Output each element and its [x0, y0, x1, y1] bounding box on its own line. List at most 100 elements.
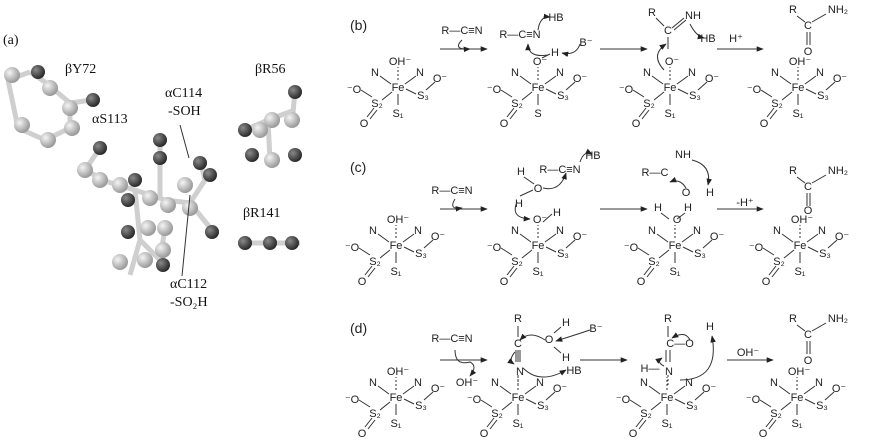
- oxygen-atom: O: [762, 276, 771, 288]
- residue-label-as113: αS113: [92, 112, 128, 127]
- bond-line: [565, 81, 576, 91]
- atom-sphere: [193, 156, 207, 170]
- chemical-fragment: C: [804, 20, 812, 32]
- nitrogen-ligand: N: [556, 225, 564, 237]
- bond-line: [506, 107, 515, 118]
- nitrogen-ligand: N: [556, 67, 564, 79]
- nitrogen-ligand: N: [371, 67, 379, 79]
- nitrogen-ligand: N: [685, 377, 693, 389]
- stick-bond: [138, 238, 162, 262]
- bond-line: [674, 398, 686, 405]
- bond-line: [369, 109, 378, 120]
- atom-sphere: [153, 151, 167, 165]
- sulfur-s2: S₂: [771, 98, 783, 110]
- bond-line: [425, 81, 436, 91]
- stick-bond: [187, 178, 208, 205]
- sulfur-s1: S₁: [664, 108, 675, 120]
- chemical-fragment: NH₂: [828, 313, 848, 325]
- bond-line: [641, 109, 650, 120]
- chemical-fragment: O: [545, 334, 554, 346]
- sulfur-s3: S₃: [415, 400, 427, 412]
- electron-push-arrow: [689, 23, 705, 40]
- sulfur-s2: S₂: [770, 408, 782, 420]
- bond-line: [780, 401, 792, 411]
- bond-line: [781, 91, 793, 101]
- sulfur-s3: S₃: [819, 248, 831, 260]
- chemical-fragment: R—C≡N: [431, 185, 472, 197]
- top-ligand: OH⁻: [791, 214, 814, 226]
- nitrogen-ligand: N: [771, 67, 779, 79]
- oxygen-anion: ⁻O: [616, 394, 631, 406]
- electron-push-arrow: [525, 43, 549, 56]
- sulfur-s1: S₁: [392, 108, 403, 120]
- oxygen-anion: O⁻: [710, 231, 725, 243]
- atom-sphere: [112, 177, 128, 193]
- chemical-fragment: O: [804, 205, 813, 217]
- electron-push-arrow: [519, 333, 546, 341]
- leader-line: [181, 194, 191, 277]
- chemical-fragment: R: [664, 313, 672, 325]
- bond-line: [379, 75, 392, 85]
- chemical-fragment: R—C: [642, 167, 669, 179]
- bond-line: [506, 265, 515, 276]
- chemical-fragment: -H⁺: [736, 197, 754, 209]
- bond-line: [404, 75, 417, 85]
- residue-label-br56: βR56: [255, 62, 285, 77]
- nitrogen-ligand: N: [416, 67, 424, 79]
- electron-push-arrow: [579, 148, 593, 163]
- chemical-fragment: C: [804, 329, 812, 341]
- atom-sphere: [40, 132, 56, 148]
- bond-line: [796, 176, 806, 184]
- chemical-fragment: H: [706, 187, 714, 199]
- chemical-fragment: H: [684, 202, 692, 214]
- bond-line: [524, 385, 537, 395]
- oxygen-atom: O: [358, 276, 367, 288]
- bond-line: [766, 107, 775, 118]
- bond-line: [379, 249, 391, 259]
- iron-atom: Fe: [664, 82, 677, 94]
- electron-push-arrow: [457, 39, 471, 53]
- atom-sphere: [263, 236, 277, 250]
- chemical-fragment: R: [789, 165, 797, 177]
- bond-line: [366, 107, 375, 118]
- chemical-fragment: R: [789, 4, 797, 16]
- atom-sphere: [62, 100, 78, 116]
- bond-line: [519, 189, 534, 197]
- bond-line: [671, 17, 685, 29]
- nitrogen-ligand: N: [815, 377, 823, 389]
- bond-line: [500, 89, 513, 98]
- atom-sphere: [14, 117, 30, 133]
- bond-line: [423, 239, 434, 249]
- atom-sphere: [288, 148, 302, 162]
- bond-line: [544, 75, 557, 85]
- oxygen-anion: ⁻O: [487, 242, 502, 254]
- iron-atom: Fe: [390, 240, 403, 252]
- oxygen-anion: ⁻O: [624, 242, 639, 254]
- bond-line: [650, 401, 662, 411]
- atom-sphere: [92, 172, 108, 188]
- oxygen-atom: O: [629, 428, 638, 440]
- panel-a-label: (a): [3, 33, 19, 48]
- atom-sphere: [137, 252, 153, 268]
- electron-push-arrow: [671, 332, 691, 341]
- residue-label-br141: βR141: [243, 206, 280, 221]
- bond-line: [377, 233, 390, 243]
- bond-line: [762, 247, 775, 256]
- sulfur-s1: S₁: [512, 418, 523, 430]
- top-ligand: O⁻: [665, 56, 680, 68]
- nitrogen-ligand: N: [511, 225, 519, 237]
- chemical-fragment: H: [654, 202, 662, 214]
- sulfur-s3: S₃: [415, 248, 427, 260]
- bond-line: [803, 385, 816, 395]
- bond-line: [523, 176, 535, 185]
- oxygen-anion: O⁻: [431, 383, 446, 395]
- oxygen-anion: ⁻O: [467, 394, 482, 406]
- nitrogen-ligand: N: [770, 377, 778, 389]
- residue-label-so2h: -SO₂H: [170, 295, 208, 310]
- bond-line: [660, 212, 670, 220]
- electron-push-arrow: [454, 349, 477, 377]
- nitrogen-ligand: N: [688, 67, 696, 79]
- bond-line: [807, 246, 819, 253]
